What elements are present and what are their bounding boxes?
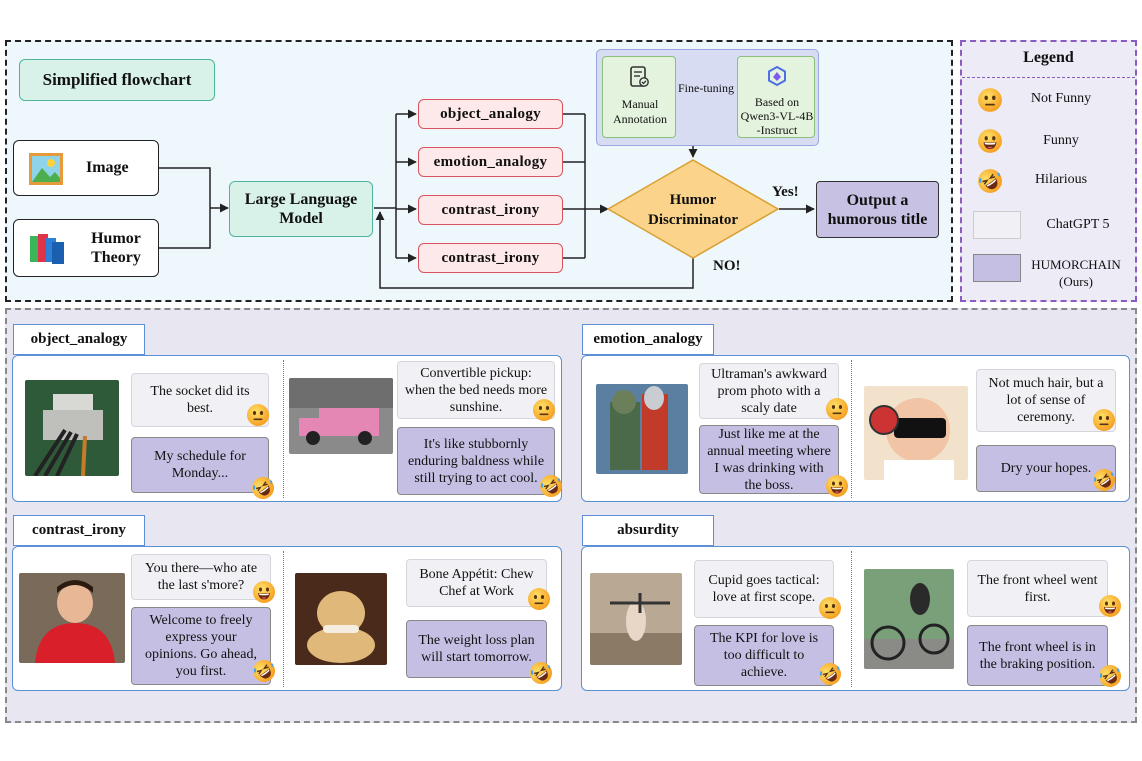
section-tab-emotion-analogy: emotion_analogy bbox=[582, 324, 714, 355]
humorchain-caption: The front wheel is in the braking positi… bbox=[967, 625, 1108, 686]
legend-hilarious: Hilarious bbox=[1034, 172, 1088, 187]
legend-humorchain-swatch bbox=[973, 254, 1021, 282]
chain-contrast-irony: contrast_irony bbox=[418, 195, 563, 225]
neutral-face-icon bbox=[1092, 408, 1116, 432]
neutral-face-icon bbox=[818, 596, 842, 620]
legend-funny: Funny bbox=[1043, 133, 1079, 148]
neutral-face-icon bbox=[532, 398, 556, 422]
gpt-caption: Convertible pickup: when the bed needs m… bbox=[397, 361, 555, 419]
bike-wheelie-photo bbox=[864, 569, 954, 669]
gpt-caption: Not much hair, but a lot of sense of cer… bbox=[976, 369, 1116, 432]
image-input-box: Image bbox=[13, 140, 159, 196]
humor-discriminator-label: Humor Discriminator bbox=[648, 192, 738, 228]
section-tab-contrast-irony: contrast_irony bbox=[13, 515, 145, 546]
cupid-crossbow-photo bbox=[590, 573, 682, 665]
neutral-face-icon bbox=[825, 397, 849, 421]
flowchart-title: Simplified flowchart bbox=[19, 59, 215, 101]
humor-theory-input-box: Humor Theory bbox=[13, 219, 159, 277]
image-icon bbox=[29, 153, 63, 185]
legend-not-funny: Not Funny bbox=[1030, 91, 1092, 106]
chain-contrast-irony-2: contrast_irony bbox=[418, 243, 563, 273]
gpt-caption: You there—who ate the last s'more? bbox=[131, 554, 271, 600]
grinning-face-icon bbox=[977, 128, 1003, 154]
llm-box: Large Language Model bbox=[229, 181, 373, 237]
rofl-face-icon bbox=[529, 661, 553, 685]
chain-emotion-analogy: emotion_analogy bbox=[418, 147, 563, 177]
qwen-model-box: Based on Qwen3-VL-4B -Instruct bbox=[737, 56, 815, 138]
humorchain-caption: Dry your hopes. bbox=[976, 445, 1116, 492]
rofl-face-icon bbox=[1098, 664, 1122, 688]
yes-label: Yes! bbox=[772, 184, 799, 200]
neutral-face-icon bbox=[977, 87, 1003, 113]
no-label: NO! bbox=[713, 258, 741, 274]
humorchain-caption: It's like stubbornly enduring baldness w… bbox=[397, 427, 555, 495]
legend-humorchain: HUMORCHAIN bbox=[1031, 257, 1121, 272]
grinning-face-icon bbox=[825, 474, 849, 498]
fine-tuning-label: Fine-tuning bbox=[678, 81, 734, 96]
manual-annotation-box: Manual Annotation bbox=[602, 56, 676, 138]
legend-title: Legend bbox=[1023, 49, 1074, 66]
humor-discriminator-diamond bbox=[607, 159, 779, 259]
socket-photo bbox=[25, 380, 119, 476]
example-card-emotion-analogy: Ultraman's awkward prom photo with a sca… bbox=[581, 355, 1130, 502]
neutral-face-icon bbox=[246, 403, 270, 427]
boy-red-hoodie-photo bbox=[19, 573, 125, 663]
gpt-caption: The socket did its best. bbox=[131, 373, 269, 427]
humorchain-caption: Welcome to freely express your opinions.… bbox=[131, 607, 271, 685]
rofl-face-icon bbox=[539, 474, 563, 498]
rofl-face-icon bbox=[251, 476, 275, 500]
gpt-caption: Bone Appétit: Chew Chef at Work bbox=[406, 559, 547, 607]
gpt-caption: Cupid goes tactical: love at first scope… bbox=[694, 560, 834, 618]
legend-chatgpt: ChatGPT 5 bbox=[1046, 217, 1110, 232]
humorchain-caption: Just like me at the annual meeting where… bbox=[699, 425, 839, 494]
humorchain-caption: My schedule for Monday... bbox=[131, 437, 269, 493]
qwen-logo-icon bbox=[768, 65, 786, 87]
document-check-icon bbox=[630, 66, 649, 87]
ultraman-photo bbox=[596, 384, 688, 474]
humorchain-caption: The weight loss plan will start tomorrow… bbox=[406, 620, 547, 678]
rofl-face-icon bbox=[977, 168, 1003, 194]
chain-object-analogy: object_analogy bbox=[418, 99, 563, 129]
example-card-object-analogy: The socket did its best. My schedule for… bbox=[12, 355, 562, 502]
pink-truck-photo bbox=[289, 378, 393, 454]
grinning-face-icon bbox=[252, 580, 276, 604]
section-tab-absurdity: absurdity bbox=[582, 515, 714, 546]
example-card-absurdity: Cupid goes tactical: love at first scope… bbox=[581, 546, 1130, 691]
qwen-model-label: Based on Qwen3-VL-4B -Instruct bbox=[740, 95, 814, 137]
rofl-face-icon bbox=[1092, 468, 1116, 492]
section-tab-object-analogy: object_analogy bbox=[13, 324, 145, 355]
example-card-contrast-irony: You there—who ate the last s'more? Welco… bbox=[12, 546, 562, 691]
legend-humorchain-sub: (Ours) bbox=[1059, 274, 1093, 289]
output-box: Output a humorous title bbox=[816, 181, 939, 238]
cartoon-man-photo bbox=[864, 386, 968, 480]
rofl-face-icon bbox=[818, 662, 842, 686]
grinning-face-icon bbox=[1098, 594, 1122, 618]
rofl-face-icon bbox=[252, 659, 276, 683]
gpt-caption: Ultraman's awkward prom photo with a sca… bbox=[699, 363, 839, 419]
humor-theory-label: Humor Theory bbox=[91, 230, 141, 266]
gpt-caption: The front wheel went first. bbox=[967, 560, 1108, 617]
image-input-label: Image bbox=[86, 159, 129, 176]
dog-photo bbox=[295, 573, 387, 665]
legend-chatgpt-swatch bbox=[973, 211, 1021, 239]
neutral-face-icon bbox=[527, 587, 551, 611]
humorchain-caption: The KPI for love is too difficult to ach… bbox=[694, 625, 834, 686]
books-icon bbox=[30, 234, 64, 264]
manual-annotation-label: Manual Annotation bbox=[613, 97, 667, 126]
